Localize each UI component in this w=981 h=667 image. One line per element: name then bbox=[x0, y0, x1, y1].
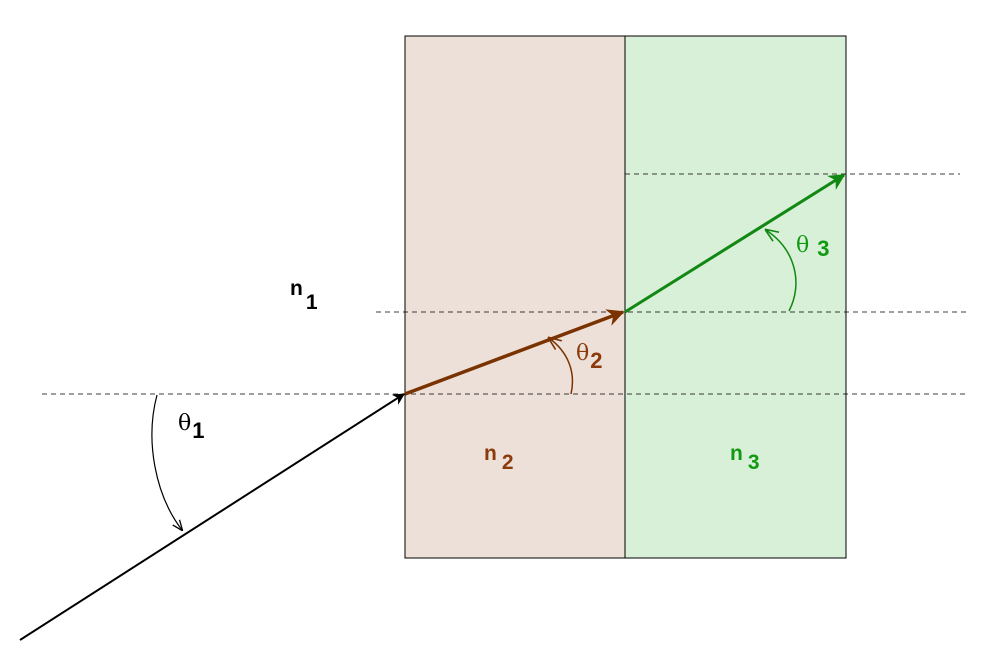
label-theta1: θ1 bbox=[178, 411, 205, 443]
refracted-ray-3 bbox=[624, 173, 846, 314]
medium-3-slab bbox=[624, 35, 847, 559]
refracted-ray-2 bbox=[404, 309, 625, 396]
incident-ray bbox=[19, 393, 406, 641]
medium-2-slab bbox=[404, 35, 626, 559]
angle-arc-2 bbox=[549, 338, 574, 395]
label-n1: n1 bbox=[290, 277, 318, 314]
angle-arc-1 bbox=[151, 394, 182, 530]
angle-arc-3 bbox=[766, 230, 797, 312]
label-theta2: θ2 bbox=[576, 341, 603, 373]
